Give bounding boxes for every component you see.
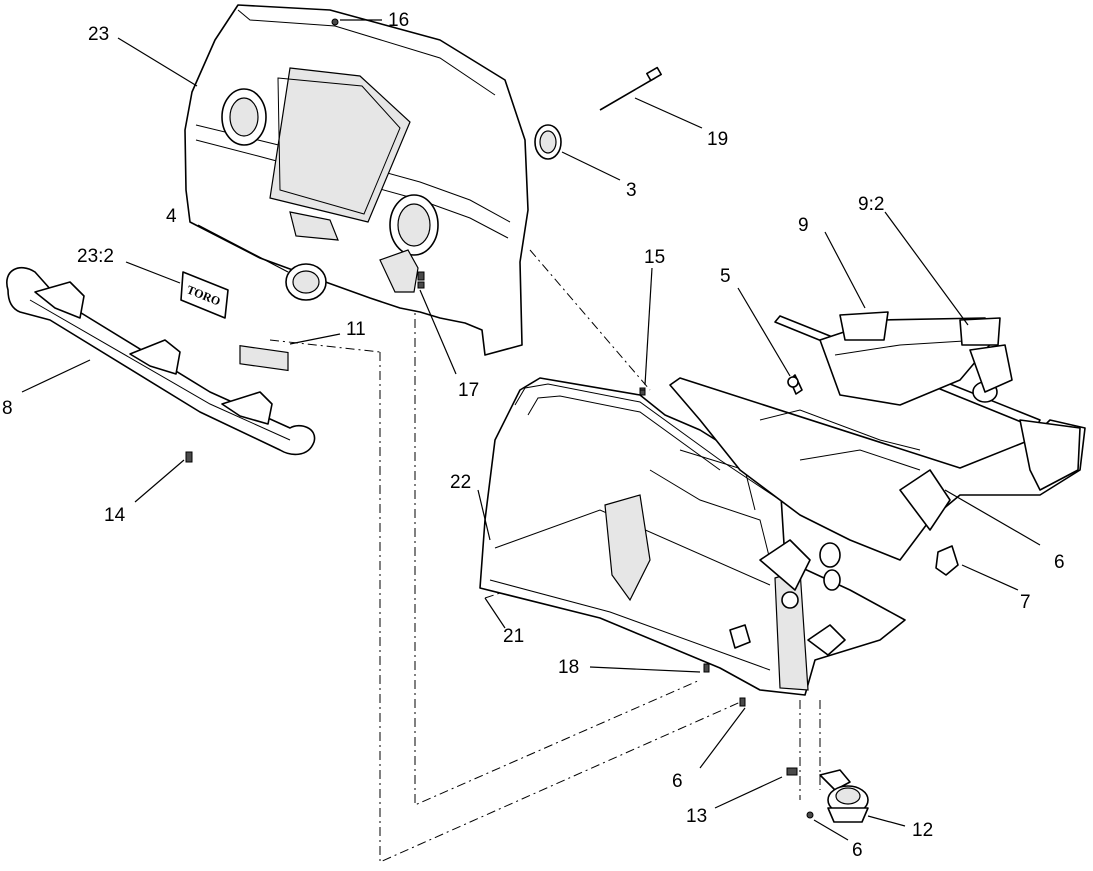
clip — [417, 281, 425, 289]
logo-decal: TORO — [180, 271, 229, 319]
callout-6a: 6 — [1054, 552, 1065, 573]
callout-21: 21 — [503, 626, 524, 647]
callout-3: 3 — [626, 180, 637, 201]
callout-11: 11 — [346, 319, 366, 340]
leader-lines — [21, 19, 1041, 841]
callout-17: 17 — [458, 380, 479, 401]
main-frame — [669, 311, 1086, 591]
callout-23-2: 23:2 — [77, 246, 114, 267]
callout-13: 13 — [686, 806, 707, 827]
callout-18: 18 — [558, 657, 579, 678]
callout-6c: 6 — [852, 840, 863, 861]
bumper-screw — [185, 451, 193, 463]
callout-5: 5 — [720, 266, 731, 287]
callout-15: 15 — [644, 247, 665, 268]
rubber-bumper — [935, 545, 959, 576]
callout-23: 23 — [88, 24, 109, 45]
callout-19: 19 — [707, 129, 728, 150]
nut-15 — [639, 389, 646, 396]
callout-9-2: 9:2 — [858, 194, 884, 215]
callout-22: 22 — [450, 472, 471, 493]
callout-4: 4 — [166, 206, 177, 227]
rod — [599, 66, 662, 111]
front-frame — [479, 377, 906, 707]
decal-11 — [239, 345, 289, 372]
gauge-bezel-ring — [534, 124, 562, 160]
callout-9: 9 — [798, 215, 809, 236]
callout-12: 12 — [912, 820, 933, 841]
horn-bolt — [786, 767, 798, 776]
callout-14: 14 — [104, 505, 126, 526]
front-bumper — [6, 266, 316, 456]
callout-16: 16 — [388, 10, 409, 31]
callout-labels: 23 16 19 3 4 23:2 9 9:2 15 5 11 8 17 14 … — [2, 10, 1065, 861]
horn — [806, 769, 869, 823]
dash-panel — [184, 4, 529, 356]
gauge-ring — [285, 263, 327, 301]
callout-8: 8 — [2, 398, 13, 419]
callout-6b: 6 — [672, 771, 683, 792]
callout-7: 7 — [1020, 592, 1031, 613]
